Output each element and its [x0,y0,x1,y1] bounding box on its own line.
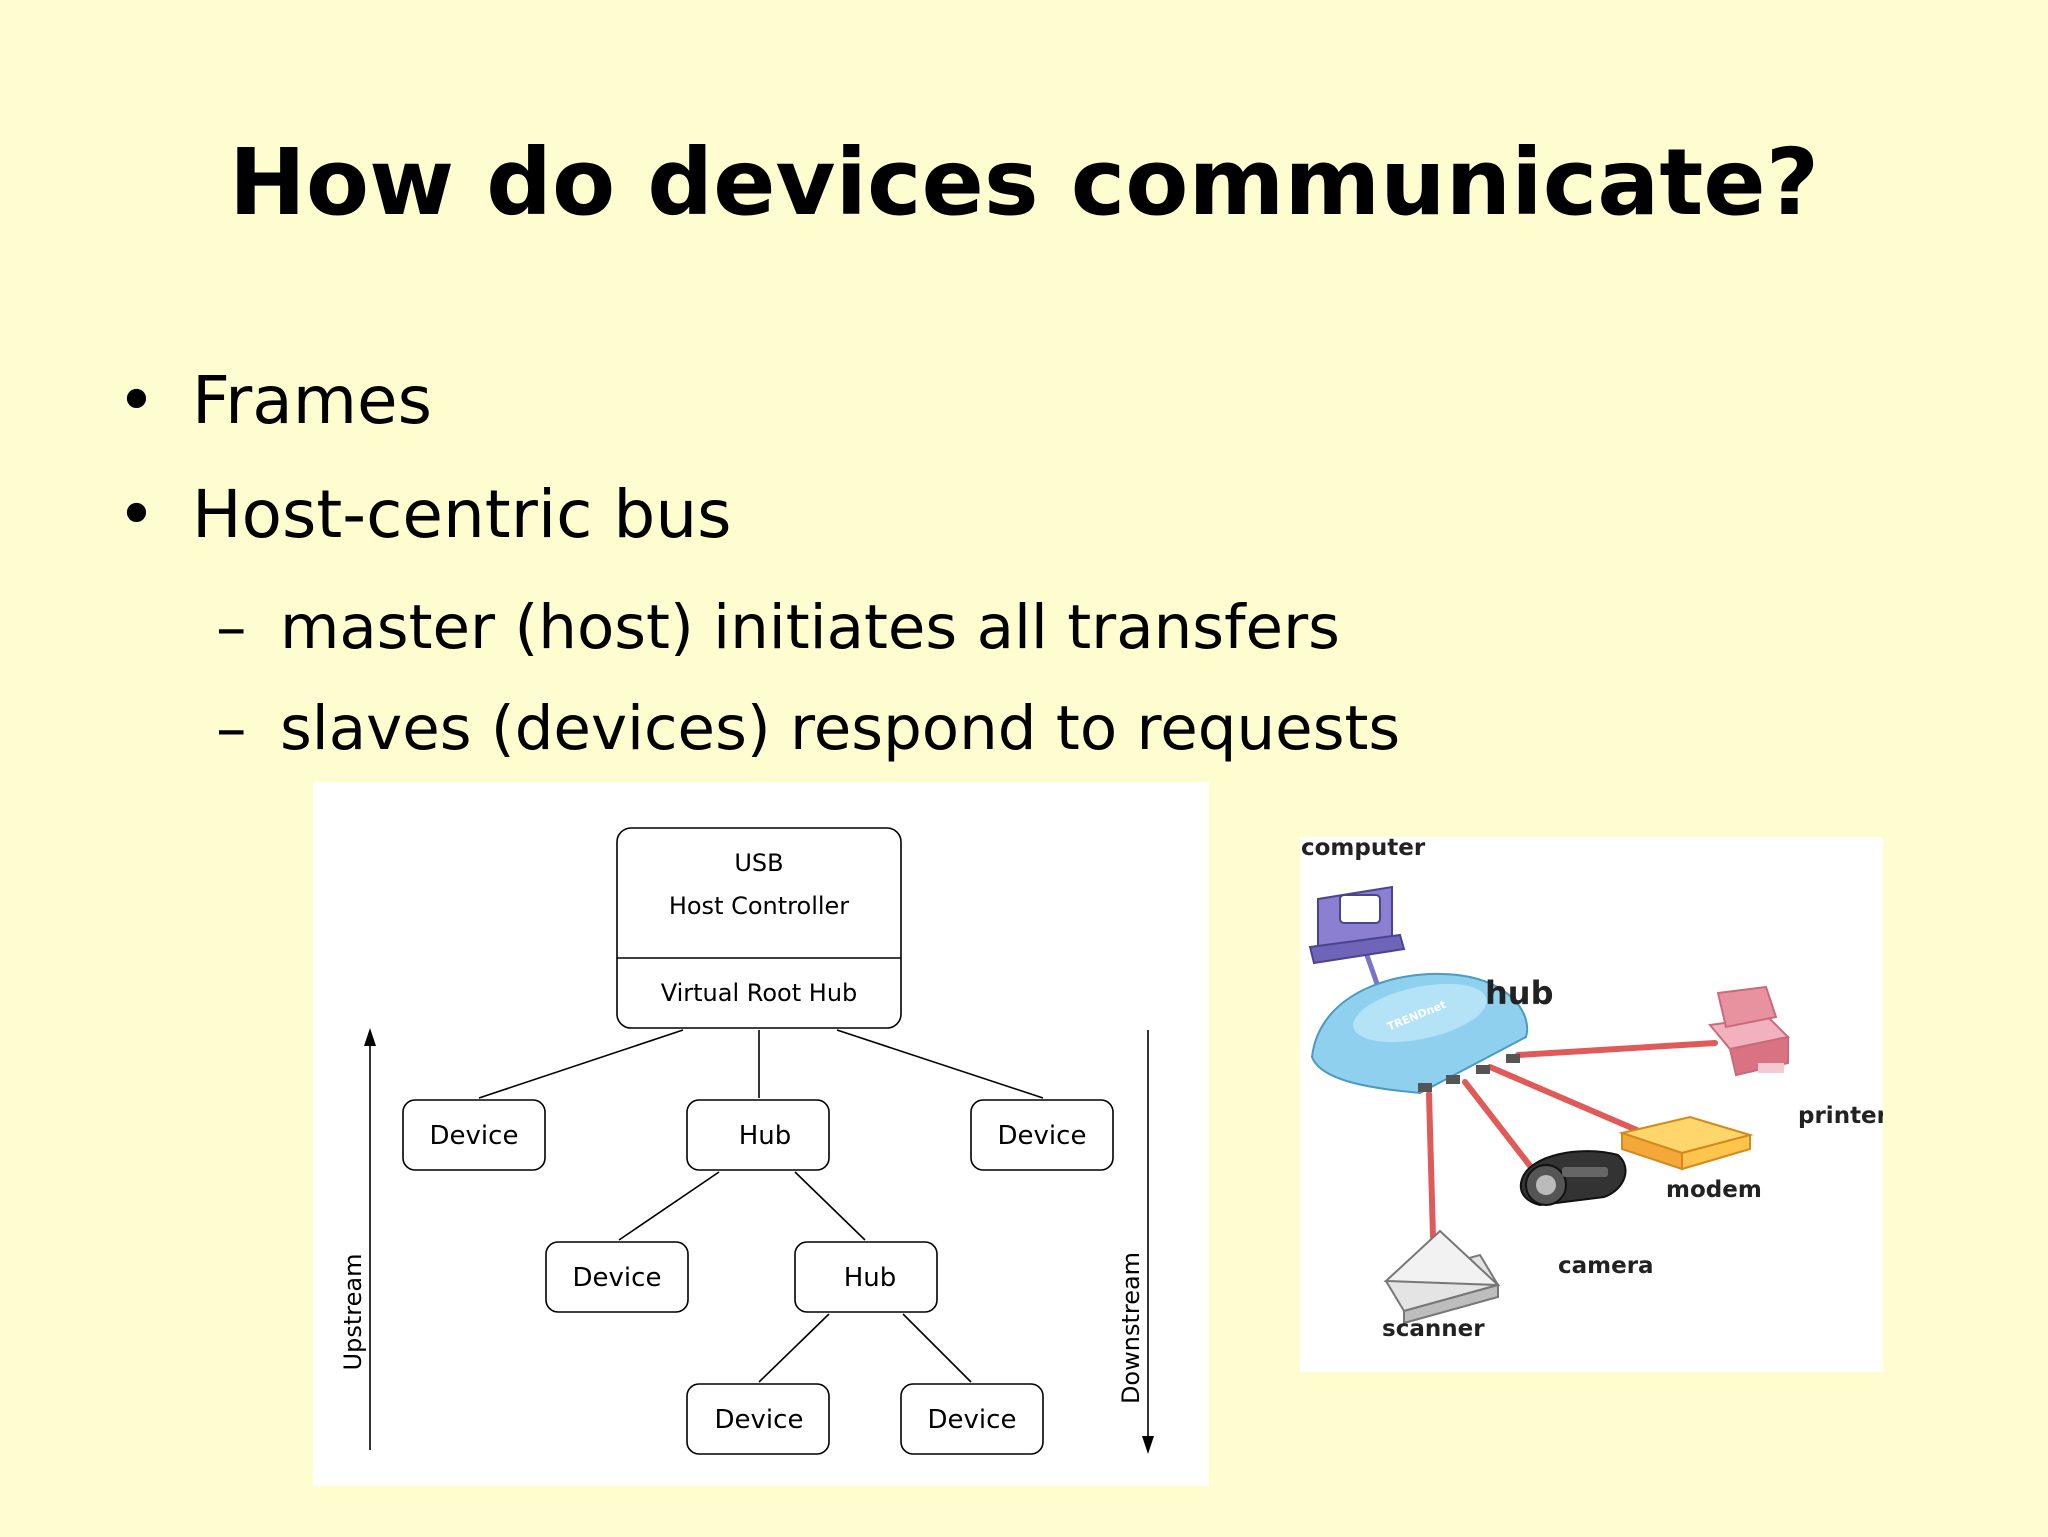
edge [836,1029,1044,1099]
slide-title: How do devices communicate? [228,129,1820,236]
usb-tree-diagram: USB Host Controller Virtual Root Hub Dev… [313,782,1209,1486]
bullet-mark: • [117,362,156,439]
label-printer: printer [1798,1103,1883,1129]
upstream-arrowhead-icon [364,1028,376,1046]
downstream-arrowhead-icon [1142,1436,1154,1454]
scanner-icon [1383,1229,1501,1325]
node-label: Device [715,1405,804,1435]
node-label: Device [430,1121,519,1151]
upstream-label: Upstream [339,1254,367,1371]
node-label: Device [573,1263,662,1293]
label-scanner: scanner [1382,1316,1485,1342]
subbullet-master: – master (host) initiates all transfers [216,597,1340,658]
node-label: Hub [844,1263,897,1293]
subbullet-slaves: – slaves (devices) respond to requests [216,698,1400,759]
bullet-host-centric-bus: • Host-centric bus [117,482,732,548]
subbullet-mark: – [216,592,247,663]
node-label: Device [998,1121,1087,1151]
cable-scanner [1426,1091,1436,1240]
root-label-usb: USB [734,849,783,877]
node-label: Hub [739,1121,792,1151]
edge [794,1171,866,1241]
node-box-device [970,1099,1114,1171]
label-modem: modem [1666,1177,1762,1203]
usb-network-svg: TRENDnet [1301,835,1889,1342]
bullet-frames: • Frames [117,368,432,434]
root-hub-label: Virtual Root Hub [661,979,858,1007]
edge [758,1313,830,1383]
node-box-hub [794,1241,938,1313]
host-controller-box [616,827,902,1029]
downstream-label: Downstream [1117,1252,1145,1404]
printer-icon [1708,985,1791,1077]
subbullet-text: master (host) initiates all transfers [280,592,1340,663]
cable-printer [1515,1040,1718,1058]
label-hub: hub [1485,974,1553,1012]
node-box-hub [686,1099,830,1171]
usb-network-illustration: TRENDnet [1300,835,1889,1372]
node-box-device [900,1383,1044,1455]
bullet-text: Host-centric bus [192,476,732,553]
edge [478,1029,684,1099]
node-box-device [686,1383,830,1455]
usb-tree-svg: USB Host Controller Virtual Root Hub Dev… [339,827,1154,1455]
computer-icon [1308,885,1406,965]
bullet-mark: • [117,476,156,553]
label-computer: computer [1301,837,1426,861]
hub-icon: TRENDnet [1310,972,1529,1095]
edge [618,1171,720,1241]
cable-modem [1487,1064,1649,1137]
root-label-host-controller: Host Controller [669,892,849,920]
camera-icon [1519,1150,1627,1207]
modem-icon [1618,1115,1754,1171]
node-box-device [545,1241,689,1313]
subbullet-text: slaves (devices) respond to requests [280,693,1401,764]
node-label: Device [928,1405,1017,1435]
bullet-text: Frames [192,362,433,439]
edge [902,1313,972,1383]
subbullet-mark: – [216,693,247,764]
label-camera: camera [1558,1253,1654,1279]
node-box-device [402,1099,546,1171]
